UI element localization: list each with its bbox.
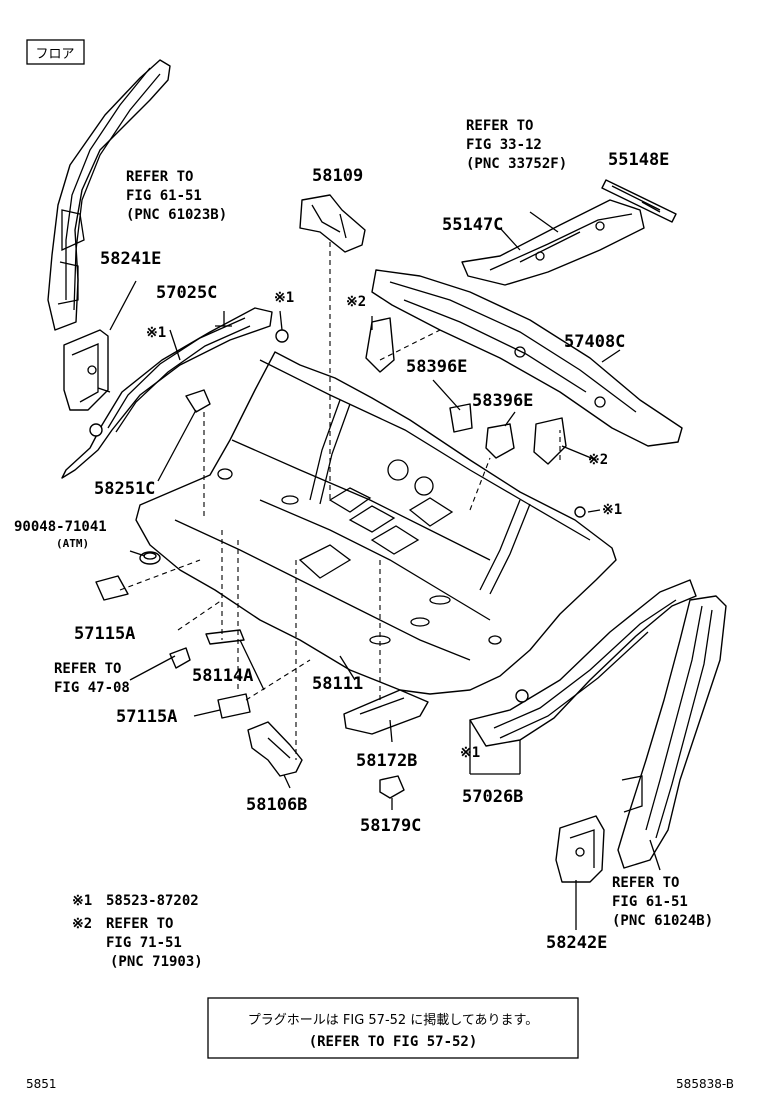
ref-line: (PNC 61023B): [126, 207, 227, 223]
rocker-57026b-drawing: [469, 506, 697, 747]
section-label: フロア: [35, 47, 74, 62]
note-2-line: FIG 71-51: [106, 935, 182, 951]
mark-1: ※1: [274, 290, 294, 306]
bracket-58106b-drawing: [247, 721, 303, 777]
part-label-55148e: 55148E: [608, 150, 669, 170]
part-label-57115a-b: 57115A: [116, 707, 177, 727]
plug-90048-drawing: [139, 551, 161, 565]
part-label-57408c: 57408C: [564, 332, 625, 352]
footer-left-code: 5851: [26, 1077, 57, 1091]
part-label-58242e: 58242E: [546, 933, 607, 953]
mark-1: ※1: [460, 745, 480, 761]
part-label-58114a: 58114A: [192, 666, 253, 686]
ref-line: FIG 61-51: [126, 188, 202, 204]
cross-member-57408c-drawing: [371, 269, 683, 447]
ref-line: REFER TO: [126, 169, 193, 185]
callout-ref-bottom-right: REFER TO FIG 61-51 (PNC 61024B): [612, 875, 713, 929]
front-pillar-left-drawing: [47, 59, 171, 331]
bracket-58241e-drawing: [63, 329, 111, 411]
ref-line: REFER TO: [466, 118, 533, 134]
brace-55147c-drawing: [461, 199, 645, 286]
strip-55148e-drawing: [601, 179, 677, 223]
section-label-box: フロア: [26, 39, 85, 65]
ref-line: REFER TO: [612, 875, 679, 891]
legend-notes: ※1 58523-87202 ※2 REFER TO FIG 71-51 (PN…: [72, 893, 203, 970]
clip-58179c-drawing: [379, 775, 405, 799]
ref-line: FIG 61-51: [612, 894, 688, 910]
dashed-leader-lines: [119, 242, 561, 760]
bracket-58172b-drawing: [343, 689, 429, 735]
notice-box: プラグホールは FIG 57-52 に掲載してあります。 (REFER TO F…: [207, 997, 579, 1059]
callout-ref-top-center: REFER TO FIG 33-12 (PNC 33752F): [466, 118, 567, 172]
part-label-90048-note: (ATM): [56, 537, 89, 550]
notice-line-2: (REFER TO FIG 57-52): [309, 1034, 478, 1050]
part-label-58111: 58111: [312, 674, 363, 694]
part-label-57025c: 57025C: [156, 283, 217, 303]
mark-2: ※2: [346, 294, 366, 310]
rocker-57025c-drawing: [61, 307, 273, 479]
ref-line: REFER TO: [54, 661, 121, 677]
part-number-labels: 58241E 57025C 58109 55147C 55148E 57408C…: [14, 150, 669, 953]
bracket-58114a-drawing: [169, 629, 245, 669]
part-label-58106b: 58106B: [246, 795, 307, 815]
floor-pan-58111-drawing: [135, 351, 617, 695]
ref-line: FIG 47-08: [54, 680, 130, 696]
mark-1: ※1: [602, 502, 622, 518]
reference-marks: ※1 ※1 ※2 ※2 ※1 ※1: [146, 290, 622, 761]
ref-line: FIG 33-12: [466, 137, 542, 153]
part-label-57115a-a: 57115A: [74, 624, 135, 644]
note-2-mark: ※2: [72, 916, 92, 932]
callout-ref-fig-47: REFER TO FIG 47-08: [54, 661, 130, 696]
part-label-58396e-a: 58396E: [406, 357, 467, 377]
part-label-55147c: 55147C: [442, 215, 503, 235]
note-2-line: REFER TO: [106, 916, 173, 932]
leader-lines: [109, 201, 661, 930]
pad-57115a-drawings: [95, 575, 251, 719]
part-label-58109: 58109: [312, 166, 363, 186]
note-2-line: (PNC 71903): [110, 954, 203, 970]
part-label-58172b: 58172B: [356, 751, 417, 771]
ref-line: (PNC 33752F): [466, 156, 567, 172]
note-1-text: 58523-87202: [106, 893, 199, 909]
part-label-58241e: 58241E: [100, 249, 161, 269]
bracket-58242e-drawing: [555, 815, 605, 883]
part-label-57026b: 57026B: [462, 787, 523, 807]
part-label-90048: 90048-71041: [14, 519, 107, 535]
callout-ref-top-left: REFER TO FIG 61-51 (PNC 61023B): [126, 169, 227, 223]
ref-line: (PNC 61024B): [612, 913, 713, 929]
mark-2: ※2: [588, 452, 608, 468]
mark-1: ※1: [146, 325, 166, 341]
part-label-58179c: 58179C: [360, 816, 421, 836]
part-label-58251c: 58251C: [94, 479, 155, 499]
note-1-mark: ※1: [72, 893, 92, 909]
part-label-58396e-b: 58396E: [472, 391, 533, 411]
bracket-58109-drawing: [299, 194, 366, 253]
front-pillar-right-drawing: [617, 595, 727, 869]
notice-line-1: プラグホールは FIG 57-52 に掲載してあります。: [248, 1012, 538, 1028]
bracket-58396e-drawings: [365, 317, 567, 465]
footer-right-code: 585838-B: [676, 1077, 734, 1091]
